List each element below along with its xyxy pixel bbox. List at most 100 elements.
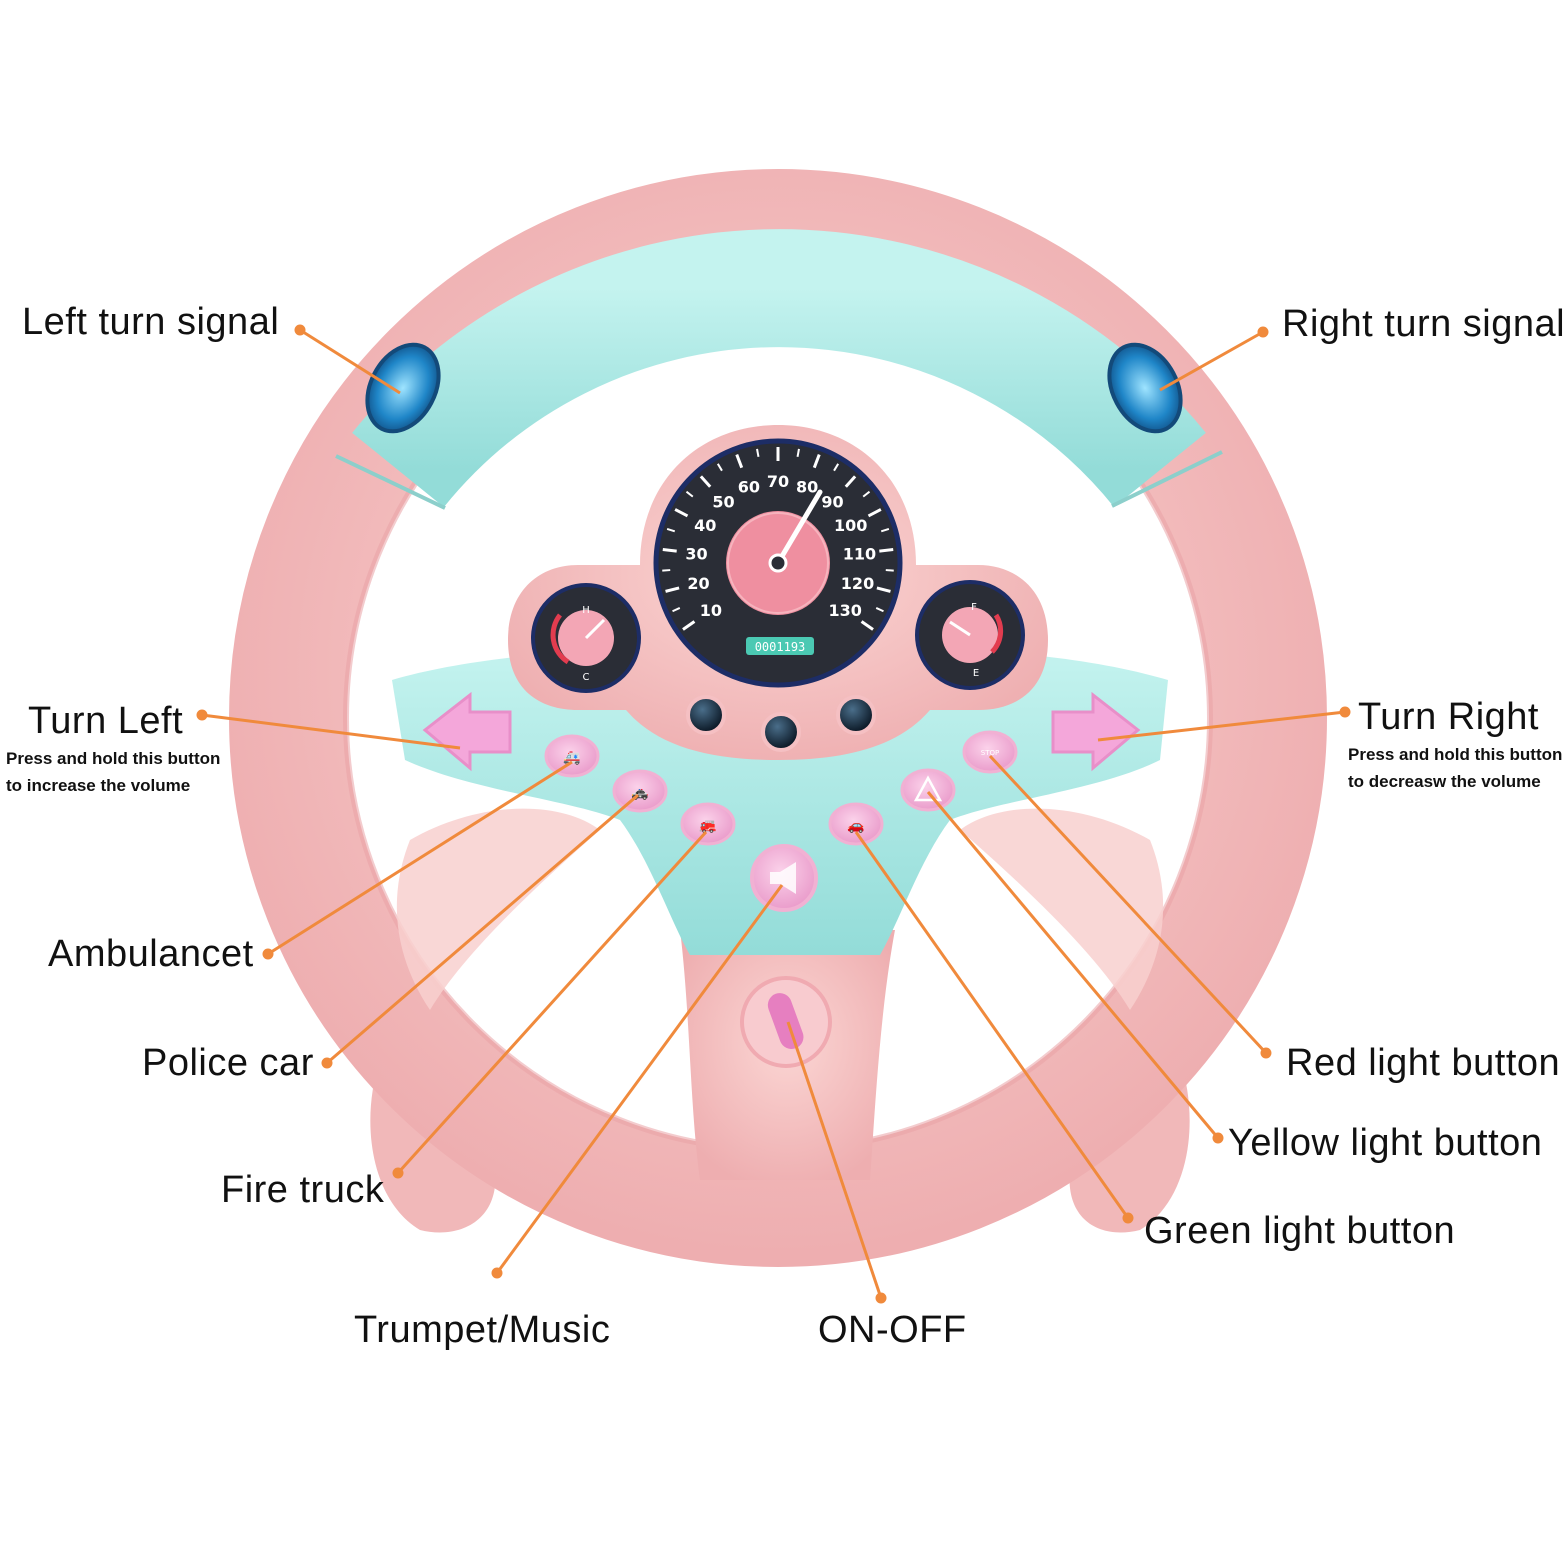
speedometer-number: 130 xyxy=(828,601,861,620)
label-red-light: Red light button xyxy=(1286,1042,1560,1084)
leader-lines xyxy=(196,324,1351,1304)
speedometer-number: 90 xyxy=(821,493,843,512)
leader-yellow-light xyxy=(926,791,1220,1139)
leader-red-light xyxy=(988,754,1268,1055)
speedometer-minor-tick xyxy=(662,569,671,572)
grip-seam-right xyxy=(1111,450,1223,508)
speedometer-number: 110 xyxy=(843,544,876,563)
ambulance-button[interactable] xyxy=(544,734,600,778)
fire-truck-icon: 🚒 xyxy=(699,818,717,834)
label-ambulance: Ambulancet xyxy=(48,933,254,975)
speedometer-tick xyxy=(662,548,677,553)
speedometer-minor-tick xyxy=(756,448,760,457)
label-green-light: Green light button xyxy=(1144,1210,1455,1252)
label-left-turn-signal: Left turn signal xyxy=(22,301,279,343)
label-right-turn-signal: Right turn signal xyxy=(1282,303,1565,345)
police-car-button[interactable] xyxy=(612,769,668,813)
speedometer-number: 50 xyxy=(712,493,734,512)
ambulance-icon: 🚑 xyxy=(563,750,580,766)
speedometer-number: 70 xyxy=(767,472,789,491)
speedometer-minor-tick xyxy=(862,490,871,498)
leader-ambulance xyxy=(267,760,573,956)
label-fire-truck: Fire truck xyxy=(221,1169,385,1211)
label-police-car: Police car xyxy=(142,1042,314,1084)
speedometer-tick xyxy=(876,586,891,593)
indicator-light-right xyxy=(836,695,876,735)
speedometer-tick xyxy=(665,586,680,593)
speedometer-tick xyxy=(860,620,874,631)
speedometer-tick xyxy=(867,508,882,518)
speedometer-minor-tick xyxy=(875,607,884,613)
label-turn-right-note-2: to decreasw the volume xyxy=(1348,772,1541,791)
speedometer-tick xyxy=(699,475,712,488)
speedometer-number: 120 xyxy=(841,574,874,593)
speedometer-number: 80 xyxy=(796,477,818,496)
speedometer-minor-tick xyxy=(716,463,723,472)
speedometer-tick xyxy=(682,620,696,631)
speedometer-minor-tick xyxy=(666,527,676,533)
label-yellow-light: Yellow light button xyxy=(1228,1122,1542,1164)
label-turn-right-note-1: Press and hold this button xyxy=(1348,745,1562,764)
right-opening xyxy=(960,808,1164,1010)
label-turn-left-note-1: Press and hold this button xyxy=(6,749,220,768)
temp-high-label: H xyxy=(582,605,590,616)
hub-plate xyxy=(392,650,1168,955)
power-switch-icon xyxy=(767,993,804,1050)
turn-right-arrow-button[interactable] xyxy=(1051,691,1141,772)
leader-turn-left xyxy=(201,713,461,750)
leader-left-signal xyxy=(299,328,401,395)
fuel-gauge: F E xyxy=(915,580,1025,690)
warning-triangle-icon xyxy=(913,775,943,802)
label-turn-left-note-2: to increase the volume xyxy=(6,776,190,795)
right-signal-lamp-icon[interactable] xyxy=(1095,332,1195,443)
wheel-rim xyxy=(229,169,1327,1267)
label-trumpet-music: Trumpet/Music xyxy=(354,1309,610,1351)
speedometer-number: 20 xyxy=(687,574,709,593)
temp-low-label: C xyxy=(583,672,590,683)
grip-seam-left xyxy=(335,454,446,510)
stop-sign-icon: STOP xyxy=(981,749,999,757)
callout-labels: Left turn signal Right turn signal Turn … xyxy=(6,301,1565,1351)
fuel-full-label: F xyxy=(971,602,977,613)
speedometer-needle xyxy=(775,489,823,566)
speedometer-number: 10 xyxy=(700,601,722,620)
speedometer-tick xyxy=(844,475,857,488)
speedometer-minor-tick xyxy=(885,569,894,572)
leader-on-off xyxy=(786,1021,883,1299)
green-light-button[interactable] xyxy=(828,802,884,846)
speedometer-minor-tick xyxy=(833,463,840,472)
speedometer-minor-tick xyxy=(796,448,800,457)
indicator-light-left xyxy=(686,695,726,735)
leader-police xyxy=(326,793,639,1065)
label-turn-right: Turn Right xyxy=(1358,696,1539,738)
speedometer-number: 100 xyxy=(834,516,867,535)
odometer-value: 0001193 xyxy=(755,640,806,654)
horn-icon xyxy=(770,862,796,894)
red-light-button[interactable] xyxy=(962,730,1018,774)
wheel-upper-grip xyxy=(352,229,1206,508)
speedometer-tick xyxy=(674,508,689,518)
turn-left-arrow-button[interactable] xyxy=(422,691,512,772)
leader-turn-right xyxy=(1097,710,1346,742)
speedometer-tick xyxy=(812,454,821,469)
odometer-display xyxy=(746,637,814,655)
speedometer-ticks xyxy=(662,447,894,631)
left-opening xyxy=(396,808,600,1010)
leader-green-light xyxy=(854,831,1130,1219)
speedometer-number: 60 xyxy=(738,477,760,496)
left-signal-lamp-icon[interactable] xyxy=(353,332,453,443)
speedometer-minor-tick xyxy=(685,490,694,498)
label-on-off: ON-OFF xyxy=(818,1309,967,1351)
speedometer-number: 40 xyxy=(694,516,716,535)
leader-fire-truck xyxy=(396,830,708,1175)
speedometer-minor-tick xyxy=(672,607,681,613)
indicator-light-center xyxy=(761,712,801,752)
speedometer-tick xyxy=(879,548,894,553)
speedometer-number: 30 xyxy=(685,544,707,563)
leader-trumpet xyxy=(495,884,784,1274)
fire-truck-button[interactable] xyxy=(680,802,736,846)
